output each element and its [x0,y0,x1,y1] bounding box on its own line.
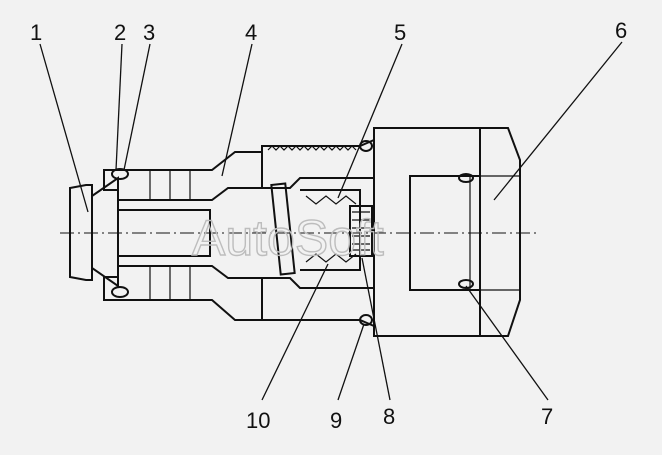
plunger-head [69,176,211,288]
callout-10: 10 [246,408,270,433]
callout-1: 1 [30,20,42,45]
callout-9: 9 [330,408,342,433]
watermark-text: AutoSoft [192,210,384,266]
callout-5: 5 [394,20,406,45]
callout-3: 3 [143,20,155,45]
callout-4: 4 [245,20,257,45]
inner-spring [270,182,373,276]
callout-7: 7 [541,404,553,429]
callout-2: 2 [114,20,126,45]
valve-body [103,151,263,321]
hex-nut [373,127,521,337]
callout-8: 8 [383,404,395,429]
callout-6: 6 [615,18,627,43]
leader-lines [39,41,623,401]
